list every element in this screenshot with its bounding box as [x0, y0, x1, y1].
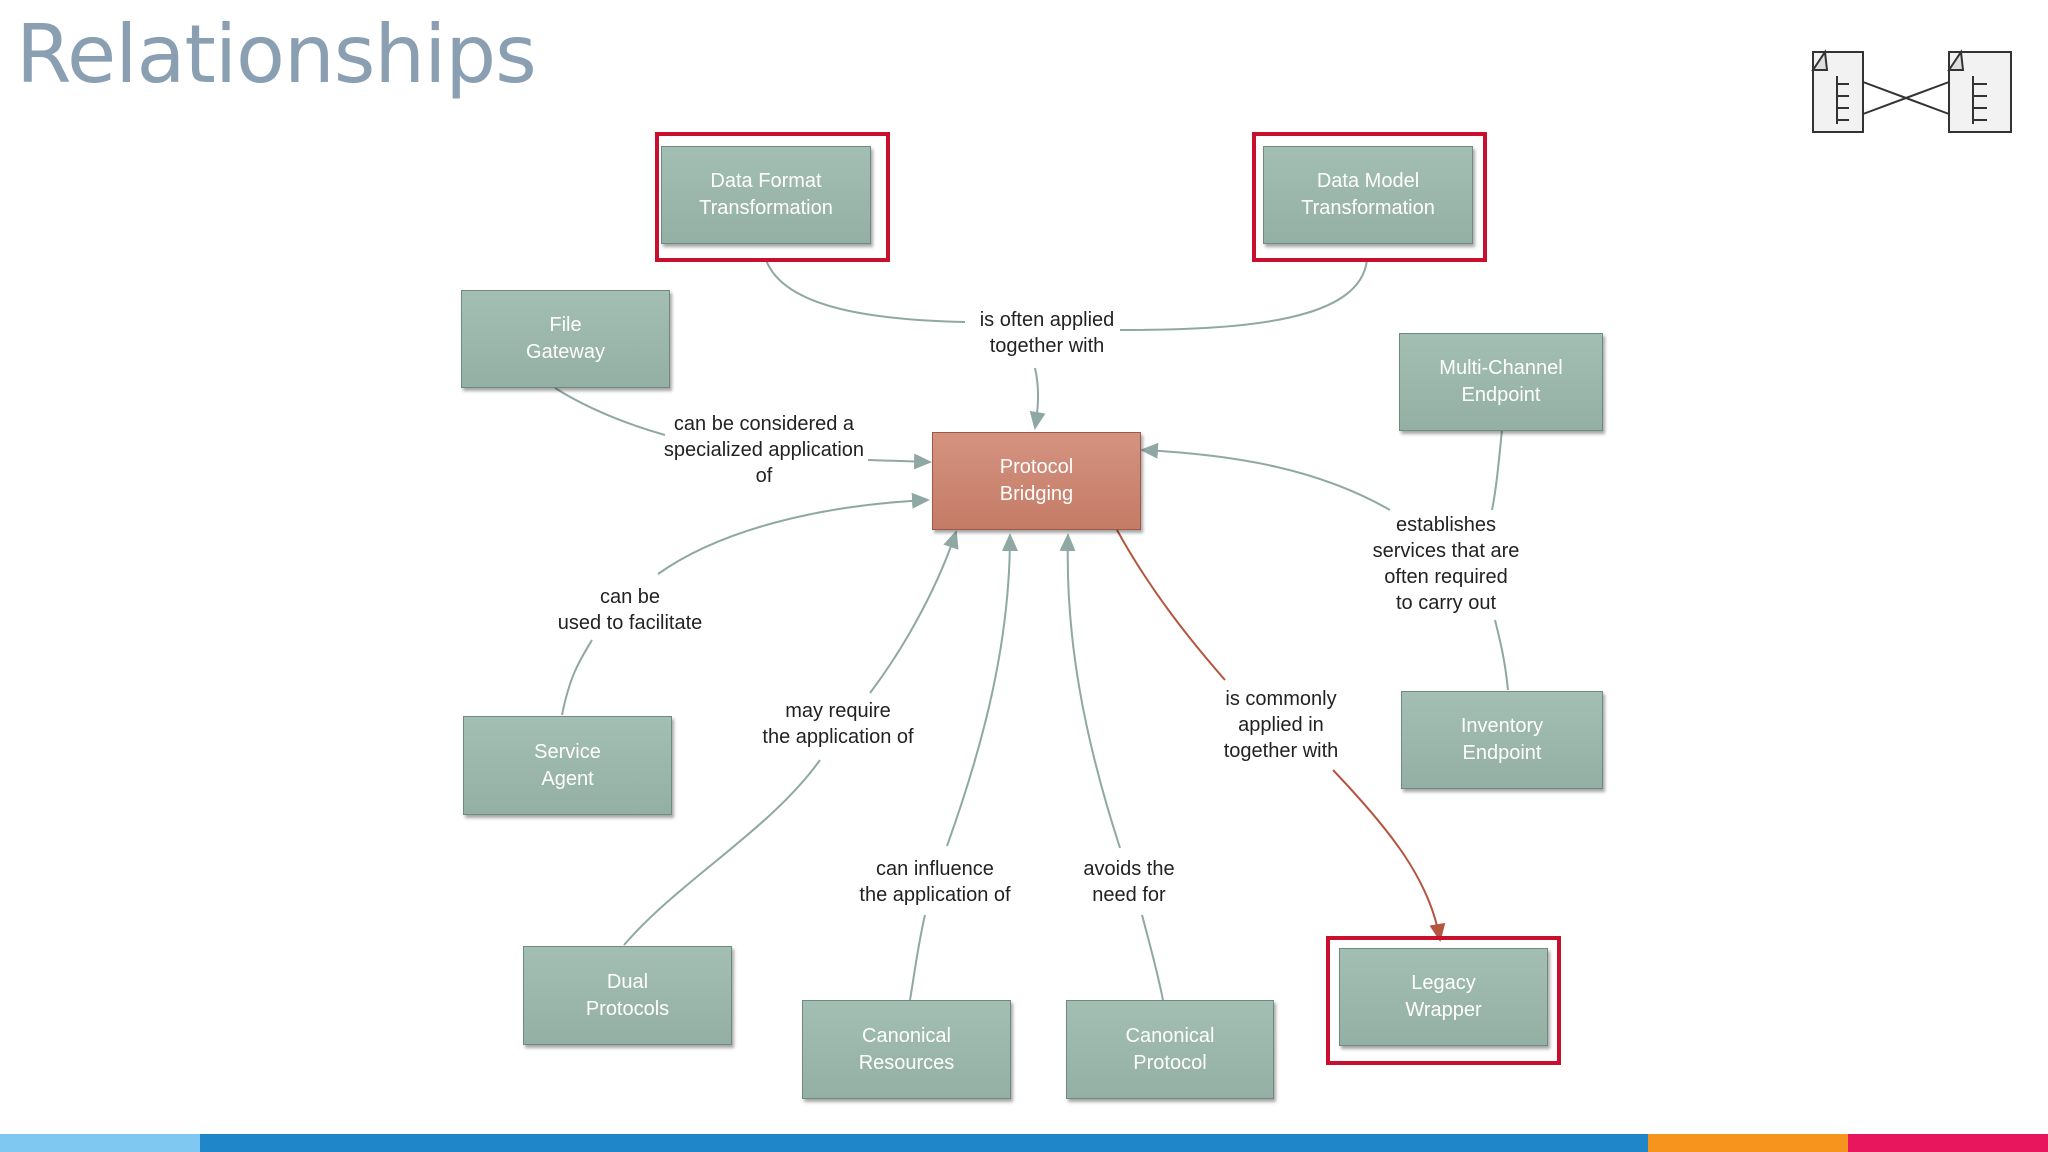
page-title: Relationships [16, 8, 537, 101]
connector-multi-channel [1491, 429, 1503, 511]
connector-commonly-applied-out [1116, 529, 1226, 681]
connector-establishes [1140, 442, 1391, 511]
footer-band-blue [200, 1134, 1648, 1152]
connector-file-gateway [554, 387, 666, 436]
label-may-require: may require the application of [762, 700, 914, 748]
connector-avoids [1059, 533, 1121, 849]
connector-canonical-resources [909, 914, 926, 1001]
two-documents-linked-icon [1811, 49, 2012, 133]
highlight-data-model [1252, 132, 1487, 262]
connector-dual-protocols [623, 759, 821, 946]
node-multi-channel-endpoint[interactable]: Multi-Channel Endpoint [1399, 333, 1603, 431]
label-specialized-application: can be considered a specialized applicat… [663, 413, 865, 487]
highlight-data-format [655, 132, 890, 262]
label-commonly-applied: is commonly applied in together with [1223, 688, 1339, 762]
connector-specialized [867, 453, 932, 470]
footer-band-orange [1648, 1134, 1848, 1152]
node-data-format-transformation[interactable]: Data Format Transformation [661, 146, 871, 244]
connector-service-agent [561, 639, 593, 716]
label-can-influence: can influence the application of [859, 858, 1011, 906]
node-inventory-endpoint[interactable]: Inventory Endpoint [1401, 691, 1603, 789]
node-dual-protocols[interactable]: Dual Protocols [523, 946, 732, 1045]
connector-legacy-wrapper [1332, 769, 1446, 942]
connector-can-influence [946, 533, 1018, 847]
connector-facilitate [657, 492, 930, 575]
connector-data-format [765, 259, 966, 323]
node-protocol-bridging[interactable]: Protocol Bridging [932, 432, 1141, 530]
connector-canonical-protocol [1141, 914, 1164, 1001]
connector-inventory [1494, 619, 1509, 691]
footer-band-pink [1848, 1134, 2048, 1152]
node-file-gateway[interactable]: File Gateway [461, 290, 670, 388]
node-legacy-wrapper[interactable]: Legacy Wrapper [1339, 948, 1548, 1046]
label-often-applied: is often applied together with [979, 309, 1115, 357]
connector-may-require [869, 530, 959, 694]
label-used-to-facilitate: can be used to facilitate [557, 586, 703, 634]
label-establishes-services: establishes services that are often requ… [1372, 514, 1520, 614]
node-service-agent[interactable]: Service Agent [463, 716, 672, 815]
highlight-legacy-wrapper [1326, 936, 1561, 1065]
node-canonical-resources[interactable]: Canonical Resources [802, 1000, 1011, 1099]
node-data-model-transformation[interactable]: Data Model Transformation [1263, 146, 1473, 244]
connector-data-model [1119, 259, 1368, 331]
label-avoids-need: avoids the need for [1083, 858, 1175, 906]
connector-often-applied [1029, 367, 1046, 430]
node-canonical-protocol[interactable]: Canonical Protocol [1066, 1000, 1274, 1099]
footer-band-light-blue [0, 1134, 200, 1152]
